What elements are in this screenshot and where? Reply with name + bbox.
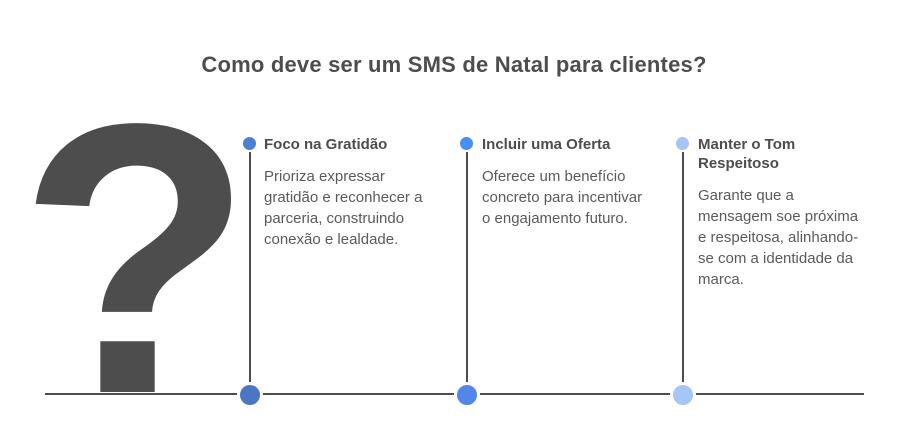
item-heading: Foco na Gratidão	[264, 136, 388, 153]
item-heading: Manter o Tom Respeitoso	[698, 136, 796, 172]
timeline-item: Foco na Gratidão Prioriza expressar grat…	[264, 135, 464, 250]
bullet-dot-icon	[674, 135, 691, 152]
page-title: Como deve ser um SMS de Natal para clien…	[201, 52, 707, 77]
timeline-marker-icon	[670, 382, 696, 408]
connector-line	[682, 148, 684, 394]
item-heading: Incluir uma Oferta	[482, 136, 611, 153]
connector-line	[249, 148, 251, 394]
item-description: Oferece um benefício concreto para incen…	[482, 168, 643, 227]
timeline-marker-icon	[454, 382, 480, 408]
timeline-item: Incluir uma Oferta Oferece um benefício …	[482, 135, 682, 229]
connector-line	[466, 148, 468, 394]
item-description: Prioriza expressar gratidão e reconhecer…	[264, 168, 423, 248]
item-description: Garante que a mensagem soe próxima e res…	[698, 187, 859, 288]
bullet-dot-icon	[458, 135, 475, 152]
timeline-marker-icon	[237, 382, 263, 408]
question-mark-graphic: ?	[18, 43, 254, 446]
bullet-dot-icon	[241, 135, 258, 152]
timeline-item: Manter o Tom Respeitoso Garante que a me…	[698, 135, 878, 290]
